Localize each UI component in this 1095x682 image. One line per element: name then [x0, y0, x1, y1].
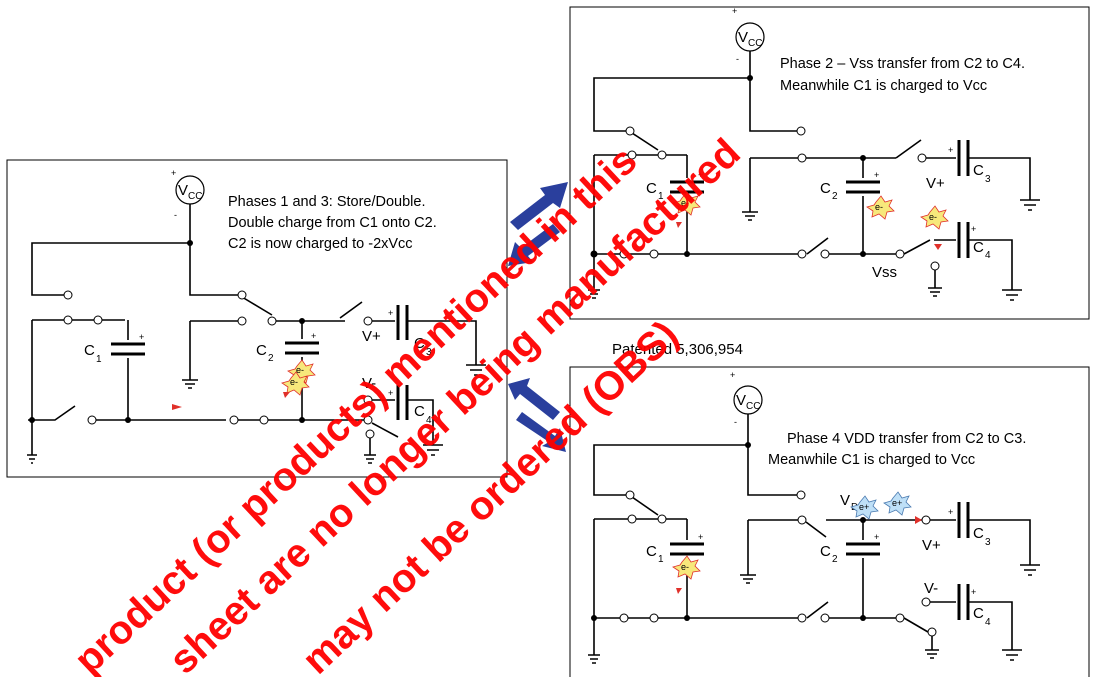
svg-text:C: C — [820, 543, 831, 560]
svg-text:V: V — [840, 492, 850, 509]
svg-text:Vss: Vss — [872, 264, 897, 281]
svg-text:e-: e- — [296, 365, 304, 375]
svg-text:+: + — [698, 170, 703, 180]
panel-phase-2: V CC + - Phase 2 – Vss transfer from C2 … — [569, 6, 1090, 320]
svg-text:2: 2 — [268, 353, 274, 364]
svg-text:4: 4 — [985, 250, 991, 261]
svg-text:+: + — [874, 532, 879, 542]
svg-text:+: + — [971, 587, 976, 597]
svg-text:C: C — [256, 342, 267, 359]
svg-text:C: C — [414, 335, 425, 352]
svg-text:e-: e- — [290, 377, 298, 387]
marker-icon — [676, 588, 682, 594]
svg-text:+: + — [388, 308, 393, 318]
electron-neg-icon: e- — [672, 191, 701, 216]
svg-text:4: 4 — [426, 415, 432, 426]
electron-neg-icon: e- — [281, 371, 310, 396]
marker-icon — [283, 392, 290, 398]
svg-text:+: + — [948, 145, 953, 155]
svg-text:C: C — [646, 543, 657, 560]
svg-text:e+: e+ — [859, 502, 869, 512]
svg-text:4: 4 — [985, 617, 991, 628]
svg-text:2: 2 — [832, 554, 838, 565]
svg-text:1: 1 — [658, 554, 664, 565]
svg-text:V+: V+ — [926, 175, 945, 192]
phase-2-description-line-1: Phase 2 – Vss transfer from C2 to C4. — [780, 56, 1025, 72]
panel-phase-1-3: V CC + - Phases 1 and 3: Store/Double. D… — [6, 159, 508, 478]
svg-text:+: + — [971, 224, 976, 234]
svg-text:+: + — [311, 331, 316, 341]
svg-text:3: 3 — [426, 347, 432, 358]
svg-text:+: + — [732, 6, 737, 16]
marker-icon — [934, 244, 942, 250]
svg-text:3: 3 — [985, 174, 991, 185]
svg-text:e-: e- — [681, 562, 689, 572]
svg-text:V+: V+ — [362, 328, 381, 345]
svg-text:+: + — [730, 370, 735, 380]
svg-text:3: 3 — [985, 537, 991, 548]
svg-text:e-: e- — [875, 202, 883, 212]
svg-text:e-: e- — [929, 212, 937, 222]
svg-text:+: + — [388, 388, 393, 398]
phase-1-3-description-line-3: C2 is now charged to -2xVcc — [228, 236, 413, 252]
svg-text:V: V — [736, 392, 746, 409]
svg-text:+: + — [171, 168, 176, 178]
electron-neg-icon: e- — [672, 555, 701, 580]
phase-1-3-description-line-2: Double charge from C1 onto C2. — [228, 215, 437, 231]
marker-icon — [172, 404, 182, 410]
electron-neg-icon: e- — [920, 205, 949, 230]
phase-4-description-line-1: Phase 4 VDD transfer from C2 to C3. — [787, 431, 1026, 447]
svg-text:1: 1 — [658, 191, 664, 202]
svg-text:C: C — [973, 239, 984, 256]
svg-text:-: - — [734, 417, 737, 427]
svg-text:CC: CC — [188, 191, 202, 202]
svg-text:C: C — [973, 162, 984, 179]
arrow-icon — [508, 378, 566, 452]
svg-text:C: C — [820, 180, 831, 197]
electron-neg-icon: e- — [866, 195, 895, 220]
svg-text:C: C — [414, 403, 425, 420]
svg-text:+: + — [698, 532, 703, 542]
svg-text:1: 1 — [96, 354, 102, 365]
marker-icon — [915, 516, 922, 524]
panel-phase-4: V CC + - Phase 4 VDD transfer from C2 to… — [569, 366, 1090, 682]
svg-text:-: - — [174, 210, 177, 220]
marker-icon — [676, 222, 682, 228]
svg-text:e+: e+ — [892, 498, 902, 508]
electron-pos-icon: e+ — [883, 491, 912, 516]
svg-text:+: + — [948, 507, 953, 517]
phase-2-description-line-2: Meanwhile C1 is charged to Vcc — [780, 78, 987, 94]
phase-1-3-description-line-1: Phases 1 and 3: Store/Double. — [228, 194, 426, 210]
svg-text:2: 2 — [832, 191, 838, 202]
electron-pos-icon: e+ — [850, 495, 879, 520]
svg-text:C: C — [973, 525, 984, 542]
svg-text:V: V — [178, 182, 188, 199]
svg-text:CC: CC — [746, 401, 760, 412]
svg-text:C: C — [973, 605, 984, 622]
svg-text:C: C — [84, 342, 95, 359]
svg-text:-: - — [736, 54, 739, 64]
svg-text:e-: e- — [681, 198, 689, 208]
svg-text:V: V — [738, 29, 748, 46]
svg-text:+: + — [874, 170, 879, 180]
svg-text:+: + — [139, 332, 144, 342]
svg-text:V-: V- — [362, 375, 376, 392]
arrow-icon — [508, 182, 568, 266]
svg-text:C: C — [646, 180, 657, 197]
svg-text:V-: V- — [924, 580, 938, 597]
svg-text:V+: V+ — [922, 537, 941, 554]
phase-4-description-line-2: Meanwhile C1 is charged to Vcc — [768, 452, 975, 468]
patent-label: Patented 5,306,954 — [612, 341, 743, 358]
svg-text:CC: CC — [748, 38, 762, 49]
